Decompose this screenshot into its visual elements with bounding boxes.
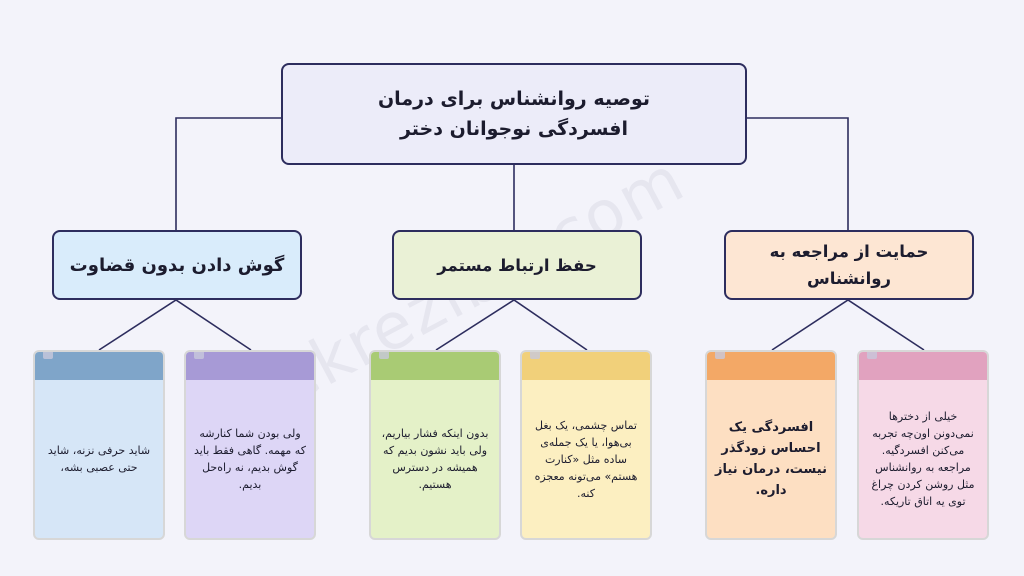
connector-root-left	[175, 117, 281, 230]
branch-contact-label: حفظ ارتباط مستمر	[437, 255, 597, 275]
branch-listen-label: گوش دادن بدون قضاوت	[69, 254, 285, 276]
note-tab	[859, 352, 987, 380]
note-card: بدون اینکه فشار بیاریم، ولی باید نشون بد…	[369, 350, 501, 540]
note-tab	[371, 352, 499, 380]
note-card: تماس چشمی، یک بغل بی‌هوا، یا یک جمله‌ی س…	[520, 350, 652, 540]
note-card: افسردگی یک احساس زودگذر نیست، درمان نیاز…	[705, 350, 837, 540]
note-card: شاید حرفی نزنه، شاید حتی عصبی بشه،	[33, 350, 165, 540]
note-tab	[186, 352, 314, 380]
pin-icon	[43, 352, 53, 359]
note-text: افسردگی یک احساس زودگذر نیست، درمان نیاز…	[715, 420, 827, 498]
note-text: ولی بودن شما کنارشه که مهمه. گاهی فقط با…	[194, 427, 306, 491]
branch-listen-node: گوش دادن بدون قضاوت	[52, 230, 302, 300]
note-text: خیلی از دخترها نمی‌دونن اون‌چه تجربه می‌…	[871, 410, 975, 508]
branch-support-node: حمایت از مراجعه به روانشناس	[724, 230, 974, 300]
connector-support-notes	[771, 299, 925, 351]
pin-icon	[530, 352, 540, 359]
note-tab	[522, 352, 650, 380]
note-text: تماس چشمی، یک بغل بی‌هوا، یا یک جمله‌ی س…	[534, 418, 638, 500]
pin-icon	[867, 352, 877, 359]
root-title-line1: توصیه روانشناس برای درمان	[377, 88, 651, 110]
connector-listen-notes	[98, 299, 252, 351]
connector-contact-notes	[435, 299, 588, 351]
pin-icon	[379, 352, 389, 359]
note-tab	[707, 352, 835, 380]
branch-support-label-line2: روانشناس	[806, 269, 892, 288]
branch-contact-node: حفظ ارتباط مستمر	[392, 230, 642, 300]
note-text: بدون اینکه فشار بیاریم، ولی باید نشون بد…	[381, 427, 489, 491]
branch-support-label-line1: حمایت از مراجعه به	[769, 242, 929, 261]
pin-icon	[194, 352, 204, 359]
note-card: ولی بودن شما کنارشه که مهمه. گاهی فقط با…	[184, 350, 316, 540]
note-card: خیلی از دخترها نمی‌دونن اون‌چه تجربه می‌…	[857, 350, 989, 540]
root-node: توصیه روانشناس برای درمان افسردگی نوجوان…	[281, 63, 747, 165]
connector-root-right	[747, 117, 849, 230]
note-tab	[35, 352, 163, 380]
pin-icon	[715, 352, 725, 359]
note-text: شاید حرفی نزنه، شاید حتی عصبی بشه،	[47, 444, 151, 474]
root-title-line2: افسردگی نوجوانان دختر	[399, 118, 629, 140]
